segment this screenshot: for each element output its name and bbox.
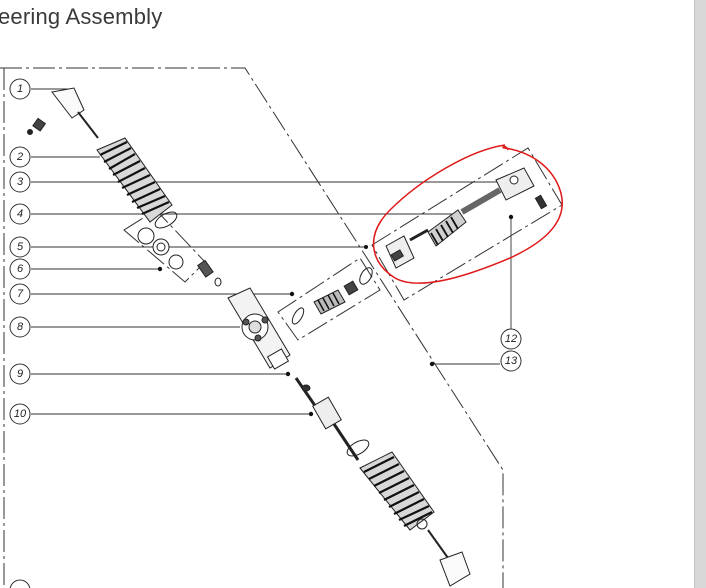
svg-text:8: 8 [17, 321, 24, 333]
callout-1: 1 [9, 78, 31, 100]
rack-housing [227, 287, 291, 370]
leader-dots [157, 214, 514, 417]
svg-text:7: 7 [17, 288, 24, 300]
callout-7: 7 [9, 283, 31, 305]
scrollbar[interactable] [694, 0, 706, 588]
steering-shaft-assembly [385, 167, 548, 269]
rubber-boot-bottom [359, 451, 435, 531]
leader-lines [31, 88, 512, 415]
svg-text:6: 6 [17, 263, 24, 275]
callout-8: 8 [9, 316, 31, 338]
svg-text:13: 13 [505, 355, 518, 367]
svg-text:5: 5 [17, 241, 24, 253]
highlight-circle [373, 144, 563, 284]
svg-text:2: 2 [16, 151, 23, 163]
callout-4: 4 [9, 203, 31, 225]
callout-9: 9 [9, 363, 31, 385]
callout-13: 13 [500, 350, 522, 372]
page-title: eering Assembly [0, 4, 163, 29]
svg-text:4: 4 [17, 208, 23, 220]
steering-rack-parts [27, 87, 548, 587]
svg-text:9: 9 [17, 368, 23, 380]
callout-group: 1 2 3 4 5 6 7 8 9 10 12 13 [9, 78, 522, 588]
callout-partial [9, 579, 31, 588]
callout-3: 3 [9, 171, 31, 193]
callout-12: 12 [500, 328, 522, 350]
callout-2: 2 [9, 146, 31, 168]
assembly-frame [0, 67, 563, 588]
svg-text:12: 12 [505, 333, 517, 345]
pinion-gear-parts [291, 267, 373, 325]
svg-text:10: 10 [14, 408, 27, 420]
callout-6: 6 [9, 258, 31, 280]
tie-rod-end-bottom [427, 529, 471, 587]
svg-text:3: 3 [17, 176, 24, 188]
callout-5: 5 [9, 236, 31, 258]
svg-text:1: 1 [17, 83, 23, 95]
lower-rack [294, 377, 370, 461]
rubber-boot-top [96, 137, 173, 223]
callout-10: 10 [9, 403, 31, 425]
tie-rod-end-top [27, 87, 99, 139]
